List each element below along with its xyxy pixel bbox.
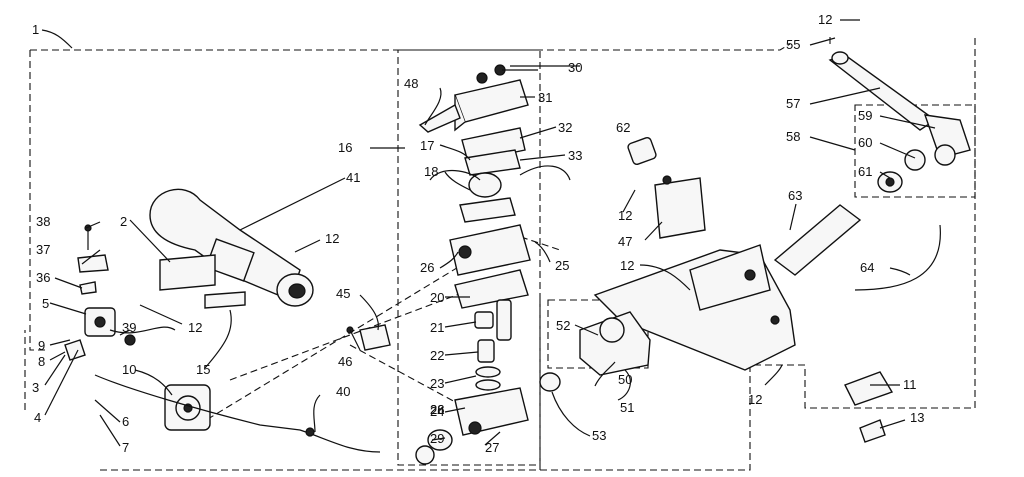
callout-32: 32 [558,120,572,135]
callout-58: 58 [786,129,800,144]
callout-62: 62 [616,120,630,135]
callout-53: 53 [592,428,606,443]
callout-12-f: 12 [748,392,762,407]
pilot-small-parts [64,224,176,361]
manifold-bracket [593,175,796,371]
callout-6: 6 [122,414,129,429]
bracket-left [159,254,246,309]
callout-51: 51 [620,400,634,415]
callout-12-c: 12 [188,320,202,335]
regulator-cover [418,64,571,223]
callout-59: 59 [858,108,872,123]
callout-37: 37 [36,242,50,257]
callout-7: 7 [122,440,129,455]
callout-18: 18 [424,164,438,179]
callout-4: 4 [34,410,41,425]
callout-9: 9 [38,338,45,353]
leader-lines [41,19,936,447]
callout-21: 21 [430,320,444,335]
callout-12-e: 12 [620,258,634,273]
callout-46: 46 [338,354,352,369]
hose-fittings [627,51,971,291]
callout-40: 40 [336,384,350,399]
callout-labels: 1 2 3 4 5 6 7 8 9 10 11 12 12 12 12 12 1… [32,12,924,455]
callout-3: 3 [32,380,39,395]
loose-parts [844,371,894,443]
orifice-45 [346,324,391,351]
callout-27: 27 [485,440,499,455]
callout-39: 39 [122,320,136,335]
callout-36: 36 [36,270,50,285]
callout-12-a: 12 [818,12,832,27]
callout-55: 55 [786,37,800,52]
callout-13: 13 [910,410,924,425]
callout-20: 20 [430,290,444,305]
callout-12-b: 12 [325,231,339,246]
callout-12-d: 12 [618,208,632,223]
callout-63: 63 [788,188,802,203]
callout-22: 22 [430,348,444,363]
callout-47: 47 [618,234,632,249]
callout-2: 2 [120,214,127,229]
callout-29: 29 [430,431,444,446]
callout-8: 8 [38,354,45,369]
callout-61: 61 [858,164,872,179]
callout-45: 45 [336,286,350,301]
callout-26-b: 26 [430,402,444,417]
gas-valve-10 [164,384,211,431]
callout-17: 17 [420,138,434,153]
callout-57: 57 [786,96,800,111]
callout-10: 10 [122,362,136,377]
callout-52: 52 [556,318,570,333]
callout-38: 38 [36,214,50,229]
callout-1: 1 [32,22,39,37]
callout-64: 64 [860,260,874,275]
callout-28: 28 [430,402,444,417]
callout-23: 23 [430,376,444,391]
callout-33: 33 [568,148,582,163]
burner-tube [149,188,314,307]
callout-15: 15 [196,362,210,377]
callout-25: 25 [555,258,569,273]
pressure-regulator [539,311,651,392]
callout-11: 11 [903,377,917,392]
callout-24: 24 [430,404,444,419]
thermocouple-40 [94,374,381,453]
callout-31: 31 [538,90,552,105]
callout-50: 50 [618,372,632,387]
callout-5: 5 [42,296,49,311]
callout-41: 41 [346,170,360,185]
callout-60: 60 [858,135,872,150]
callout-26-a: 26 [420,260,434,275]
valve-body-stack [415,224,531,465]
callout-16: 16 [338,140,352,155]
callout-48: 48 [404,76,418,91]
callout-30: 30 [568,60,582,75]
